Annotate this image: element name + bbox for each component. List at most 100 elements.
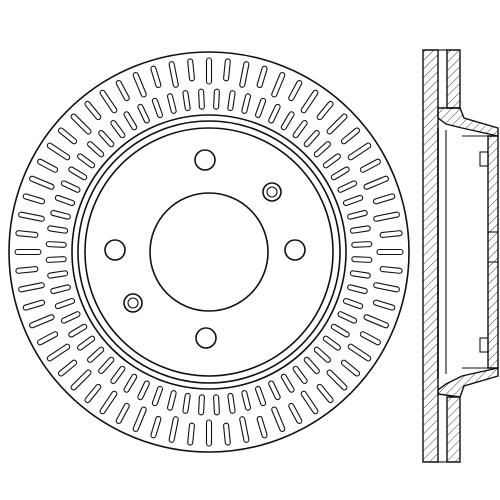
vent-slot-inner (349, 225, 371, 234)
inner-plate-section-lower (446, 396, 461, 463)
vent-slot-outer (205, 419, 213, 447)
disc-side-section-view (422, 49, 499, 463)
vent-slot-outer (376, 248, 404, 256)
vent-slot-outer (150, 415, 162, 439)
vent-slot-inner (68, 323, 88, 338)
vent-slot-outer (84, 100, 102, 121)
vent-slot-outer (57, 359, 78, 377)
vent-slot-inner (322, 335, 341, 351)
vent-slot-inner (330, 323, 350, 338)
vent-slot-inner (123, 373, 138, 393)
vent-slot-inner (342, 297, 364, 310)
centering-hole-upper-right (262, 182, 282, 202)
stud-hole-left (104, 239, 126, 261)
vent-slot-outer (256, 415, 268, 439)
vent-slot-outer (256, 65, 268, 89)
vent-slot-outer (18, 282, 45, 293)
vent-slot-inner (45, 256, 67, 263)
vent-slot-outer (340, 359, 361, 377)
vent-slot-inner (268, 103, 281, 124)
vent-slot-inner (351, 241, 373, 248)
vent-slot-outer (300, 390, 319, 415)
vent-slot-outer (288, 80, 303, 102)
stud-hole-section-lower (479, 337, 489, 353)
vent-slot-outer (300, 89, 319, 114)
vent-slot-outer (132, 406, 147, 432)
vent-slot-outer (288, 402, 303, 424)
vent-slot-inner (349, 270, 371, 279)
vent-slot-outer (379, 266, 403, 274)
vent-slot-outer (84, 383, 102, 404)
vent-slot-outer (168, 416, 179, 443)
vent-slot-outer (70, 369, 92, 391)
vent-slot-outer (372, 193, 396, 205)
vent-slot-inner (50, 209, 71, 220)
vent-slot-inner (347, 284, 368, 295)
hat-inner-edge (77, 120, 341, 384)
vent-slot-outer (326, 113, 348, 135)
vent-slot-outer (187, 422, 195, 446)
vent-slot-inner (254, 97, 267, 119)
vent-slot-inner (50, 284, 71, 295)
vent-slot-inner (347, 209, 368, 220)
inner-plate-section (446, 49, 461, 109)
vent-slot-inner (77, 335, 96, 351)
vent-slot-inner (182, 90, 191, 112)
vent-slot-outer (271, 406, 286, 432)
vent-slot-outer (29, 175, 55, 190)
vent-slot-inner (60, 311, 81, 324)
vent-slot-inner (351, 256, 373, 263)
vent-slot-inner (337, 311, 358, 324)
vent-slot-outer (347, 142, 372, 161)
hub-face-section (487, 135, 499, 369)
center-bore (149, 192, 269, 312)
vent-slot-inner (123, 111, 138, 131)
vent-slot-inner (54, 194, 76, 207)
disc-outer-rim (8, 51, 410, 453)
vent-slot-inner (87, 141, 105, 158)
vent-slot-outer (22, 193, 46, 205)
hat-section-upper (437, 107, 499, 137)
vent-slot-inner (213, 394, 220, 416)
vent-slot-outer (46, 343, 71, 362)
vent-slot-inner (241, 390, 252, 411)
stud-hole-right (284, 239, 306, 261)
vent-slot-outer (271, 72, 286, 98)
vent-slot-inner (227, 90, 236, 112)
hat-section-lower (437, 367, 499, 398)
vent-slot-outer (70, 113, 92, 135)
vent-slot-outer (359, 331, 381, 346)
vent-slot-inner (280, 111, 295, 131)
vent-slot-outer (132, 72, 147, 98)
vent-slot-outer (347, 343, 372, 362)
vent-slot-inner (110, 365, 126, 384)
vent-slot-inner (60, 180, 81, 193)
vent-slot-outer (359, 158, 381, 173)
disc-front-view (8, 51, 410, 453)
vent-slot-outer (316, 100, 334, 121)
hub-face-edge (84, 127, 334, 377)
vent-slot-inner (213, 88, 220, 110)
vent-slot-outer (372, 299, 396, 311)
vent-slot-inner (303, 130, 320, 148)
vent-slot-inner (98, 356, 115, 374)
vent-slot-outer (373, 211, 400, 222)
vent-slot-outer (37, 331, 59, 346)
vent-slot-outer (115, 80, 130, 102)
vent-slot-inner (68, 166, 88, 181)
vent-slot-inner (166, 390, 177, 411)
vent-slot-outer (15, 266, 39, 274)
vent-slot-inner (313, 141, 331, 158)
vent-slot-outer (99, 390, 118, 415)
vent-slot-outer (168, 61, 179, 88)
vent-slot-outer (18, 211, 45, 222)
vent-slot-inner (330, 166, 350, 181)
vent-slot-outer (239, 61, 250, 88)
vent-slot-inner (137, 380, 150, 401)
vent-slot-inner (303, 356, 320, 374)
vent-slot-inner (198, 88, 205, 110)
vent-slot-outer (46, 142, 71, 161)
vent-slot-inner (98, 130, 115, 148)
vent-slot-outer (379, 230, 403, 238)
stud-hole-section-upper (479, 151, 489, 167)
